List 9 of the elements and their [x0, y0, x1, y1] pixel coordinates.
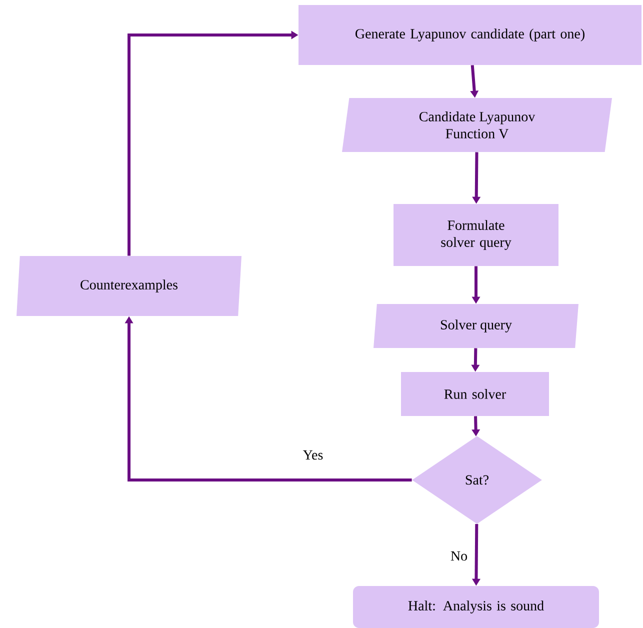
- data-parallelogram: Counterexamples: [16, 256, 242, 316]
- edge-label: Yes: [302, 449, 324, 461]
- data-parallelogram: Solver query: [374, 304, 578, 348]
- process-box: Run solver: [401, 372, 549, 416]
- process-box: Formulate solver query: [394, 204, 558, 266]
- terminal-box: Halt: Analysis is sound: [353, 586, 599, 628]
- data-parallelogram: Candidate Lyapunov Function V: [342, 98, 612, 152]
- process-box: Generate Lyapunov candidate (part one): [298, 5, 642, 65]
- edge-label: No: [449, 550, 469, 562]
